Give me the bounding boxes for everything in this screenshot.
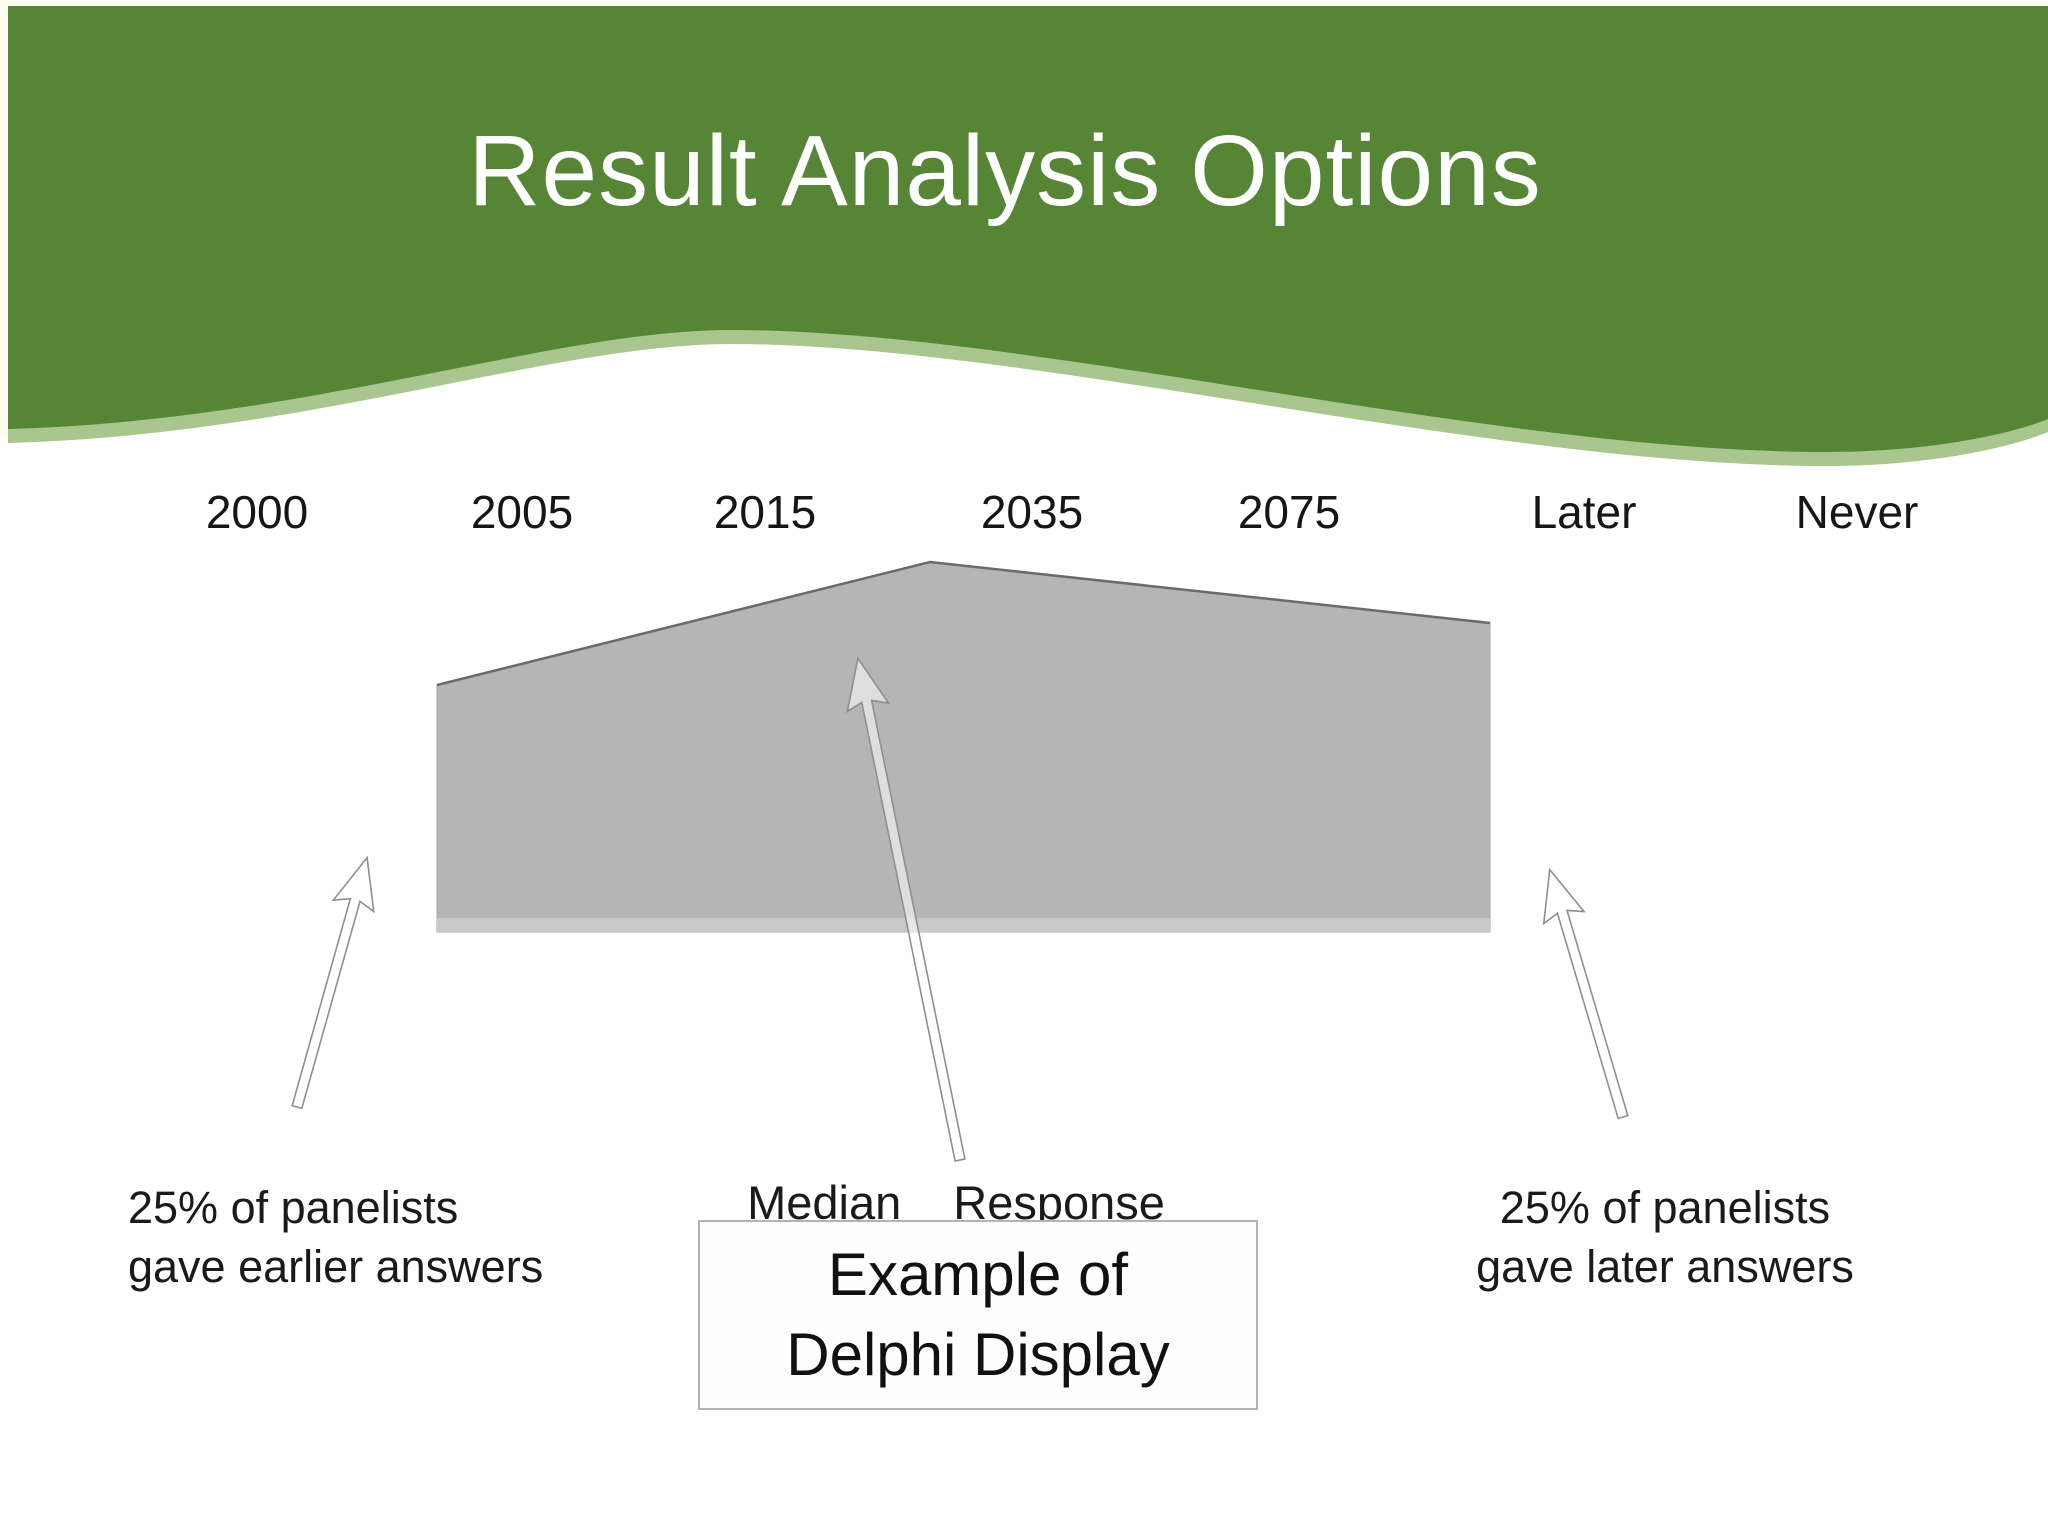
slide-top-border bbox=[0, 0, 2048, 6]
slide-title: Result Analysis Options bbox=[468, 115, 1542, 227]
interquartile-polygon bbox=[436, 561, 1491, 933]
up-arrow-median bbox=[846, 656, 966, 1162]
up-arrow-earlier bbox=[291, 855, 375, 1110]
wave-green-body bbox=[8, 6, 2048, 452]
tick-label-later: Later bbox=[1531, 486, 1637, 538]
tick-label-2015: 2015 bbox=[713, 486, 817, 538]
polygon-top-outline bbox=[436, 560, 1491, 687]
example-box-line1: Example of bbox=[827, 1241, 1129, 1308]
annotation-later-line1: 25% of panelists bbox=[1499, 1182, 1831, 1233]
example-box: Example of Delphi Display bbox=[698, 1220, 1258, 1410]
tick-label-2005: 2005 bbox=[470, 486, 574, 538]
tick-label-never: Never bbox=[1795, 486, 1919, 538]
annotation-earlier: 25% of panelists gave earlier answers bbox=[128, 1178, 543, 1296]
annotation-later: 25% of panelists gave later answers bbox=[1476, 1178, 1854, 1296]
tick-label-2075: 2075 bbox=[1237, 486, 1341, 538]
annotation-earlier-line1: 25% of panelists bbox=[128, 1182, 459, 1233]
annotation-later-line2: gave later answers bbox=[1476, 1241, 1854, 1292]
header-wave bbox=[0, 0, 2048, 466]
slide-left-border bbox=[0, 0, 8, 436]
example-box-line2: Delphi Display bbox=[786, 1321, 1170, 1388]
annotation-earlier-line2: gave earlier answers bbox=[128, 1241, 544, 1292]
up-arrow-later bbox=[1542, 867, 1629, 1120]
tick-label-2035: 2035 bbox=[980, 486, 1084, 538]
polygon-bottom-strip bbox=[437, 918, 1490, 932]
tick-label-2000: 2000 bbox=[205, 486, 309, 538]
